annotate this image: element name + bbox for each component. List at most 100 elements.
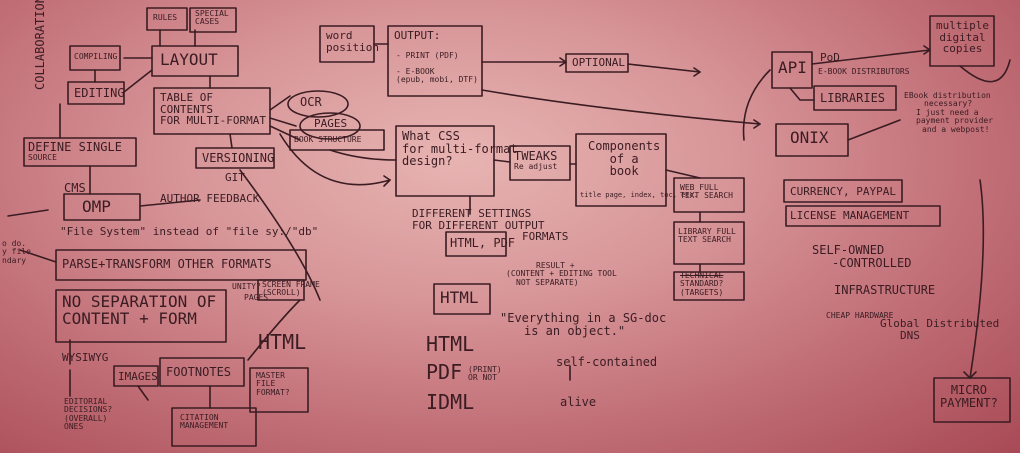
different-settings-line-3: FORMATS <box>522 230 569 244</box>
book-structure-label: BOOK STRUCTURE <box>294 135 362 144</box>
versioning-label: VERSIONING <box>202 151 275 165</box>
author-feedback-label: AUTHOR FEEDBACK <box>160 192 260 205</box>
layout-label: LAYOUT <box>160 50 218 69</box>
global-line-2: DNS <box>900 328 920 342</box>
left-margin-line-1: o do. <box>2 239 27 248</box>
pdf-big-label: PDF <box>426 360 463 384</box>
output-label: OUTPUT: <box>394 29 441 42</box>
ebook-line-2: (epub, mobi, DTF) <box>396 75 478 85</box>
parse-transform-label: PARSE+TRANSFORM OTHER FORMATS <box>62 257 272 271</box>
result-label: RESULT + (CONTENT + EDITING TOOL NOT SEP… <box>506 261 617 287</box>
html-big-label: HTML <box>426 332 475 356</box>
collaboration-label: COLLABORATION <box>33 0 47 90</box>
result-line-1: RESULT + <box>536 261 575 270</box>
file-system-label: "File System" instead of "file sy:/"db" <box>60 225 319 238</box>
print-label: - PRINT (PDF) <box>396 51 459 60</box>
libraries-label: LIBRARIES <box>820 91 886 105</box>
everything-label: "Everything in a SG-doc is an object." <box>500 312 666 337</box>
infrastructure-label: INFRASTRUCTURE <box>834 283 936 297</box>
pages-mid-label: PAGES <box>314 117 348 130</box>
compiling-label: COMPILING <box>74 52 118 61</box>
no-separation-line-1: NO SEPARATION OF <box>62 292 217 311</box>
html-pdf-label: HTML, PDF <box>450 236 516 250</box>
onix-label: ONIX <box>790 128 829 147</box>
html-box-label: HTML <box>440 288 479 307</box>
self-owned-line-1: SELF-OWNED <box>812 243 885 257</box>
editorial-line-4: ONES <box>64 422 84 432</box>
what-css-line-3: design? <box>402 154 453 169</box>
alive-label: alive <box>560 395 597 409</box>
currency-label: CURRENCY, PAYPAL <box>790 185 896 198</box>
global-line-1: Global Distributed <box>880 317 1000 330</box>
what-css-label: What CSS for multi-format design? <box>402 130 518 168</box>
tweaks-line-1: TWEAKS <box>514 149 558 163</box>
different-settings-label: DIFFERENT SETTINGS FOR DIFFERENT OUTPUT … <box>412 208 568 243</box>
everything-line-2: is an object." <box>524 323 626 338</box>
toc-line-2: CONTENTS <box>160 102 213 116</box>
library-full-line-1: LIBRARY FULL <box>678 227 736 236</box>
toc-line-1: TABLE OF <box>160 91 213 104</box>
components-line-3: book <box>609 164 639 179</box>
unity-label: UNITY? <box>232 282 261 291</box>
what-css-line-2: for multi-format <box>402 141 518 156</box>
ebook-q-line-4: payment provider <box>916 116 994 126</box>
no-separation-line-2: CONTENT + FORM <box>62 308 197 328</box>
screen-frame-line-1: SCREEN FRAME <box>262 280 320 289</box>
master-file-line-1: MASTER <box>256 371 285 380</box>
left-margin-line-2: y file <box>2 247 31 257</box>
cheap-hardware-label: CHEAP HARDWARE <box>826 311 894 320</box>
pages-left-label: PAGES <box>244 293 269 302</box>
screen-frame-label: SCREEN FRAME (SCROLL) <box>262 280 320 298</box>
library-full-label: LIBRARY FULL TEXT SEARCH <box>678 227 736 245</box>
cms-label: CMS <box>64 181 86 195</box>
define-line-2: SOURCE <box>28 152 57 162</box>
ocr-label: OCR <box>300 95 322 109</box>
multiple-line-1: multiple <box>936 19 989 32</box>
different-settings-line-2: FOR DIFFERENT OUTPUT <box>412 218 545 232</box>
no-separation-label: NO SEPARATION OF CONTENT + FORM <box>62 292 217 328</box>
editorial-label: EDITORIAL DECISIONS? (OVERALL) ONES <box>64 397 112 432</box>
toc-line-3: FOR MULTI-FORMAT <box>160 114 266 128</box>
master-file-line-3: FORMAT? <box>256 387 290 397</box>
citation-line-2: MANAGEMENT <box>180 421 229 431</box>
components-line-2: of a <box>609 151 639 166</box>
web-full-line-2: TEXT SEARCH <box>680 191 733 201</box>
standard-line-1: TECHNICAL <box>680 271 724 280</box>
what-css-line-1: What CSS <box>402 129 460 143</box>
standard-line-2: STANDARD? <box>680 279 724 289</box>
result-line-3: NOT SEPARATE) <box>516 277 579 287</box>
define-single-source-label: DEFINE SINGLE SOURCE <box>28 141 122 162</box>
everything-line-1: "Everything in a SG-doc <box>500 311 667 325</box>
tweaks-label: TWEAKS Re adjust <box>514 150 557 171</box>
web-full-line-1: WEB FULL <box>680 183 719 192</box>
master-file-label: MASTER FILE FORMAT? <box>256 371 290 397</box>
self-owned-label: SELF-OWNED -CONTROLLED <box>812 244 911 269</box>
screen-frame-line-2: (SCROLL) <box>262 288 301 298</box>
web-full-label: WEB FULL TEXT SEARCH <box>680 183 733 201</box>
print-or-not-label: (PRINT) OR NOT <box>468 365 502 383</box>
result-line-2: (CONTENT + EDITING TOOL <box>506 269 617 279</box>
ebook-q-line-5: and a webpost! <box>922 124 990 134</box>
micro-line-2: PAYMENT? <box>940 395 998 410</box>
self-contained-label: self-contained <box>556 355 658 369</box>
git-label: GIT <box>225 171 245 184</box>
print-or-not-line-1: (PRINT) <box>468 365 502 374</box>
multiple-line-2: digital <box>939 30 986 44</box>
word-position-label: word position <box>326 30 379 53</box>
standard-label: TECHNICAL STANDARD? (TARGETS) <box>680 271 724 297</box>
ebook-q-line-2: necessary? <box>924 99 973 109</box>
ebook-question-note: EBook distribution necessary? I just nee… <box>904 91 994 134</box>
global-dns-label: Global Distributed DNS <box>880 318 999 341</box>
special-cases-label: SPECIAL CASES <box>195 9 229 27</box>
omp-label: OMP <box>82 197 111 216</box>
standard-line-3: (TARGETS) <box>680 287 724 297</box>
special-cases-line-2: CASES <box>195 17 220 27</box>
word-position-line-1: word <box>326 29 353 42</box>
left-margin-notes: o do. y file ndary <box>2 239 31 265</box>
ebook-q-line-3: I just need a <box>916 107 979 117</box>
wysiwyg-label: WYSIWYG <box>62 351 109 364</box>
micro-payment-label: MICRO PAYMENT? <box>940 384 998 409</box>
ebook-label: - E-BOOK (epub, mobi, DTF) <box>396 67 478 85</box>
